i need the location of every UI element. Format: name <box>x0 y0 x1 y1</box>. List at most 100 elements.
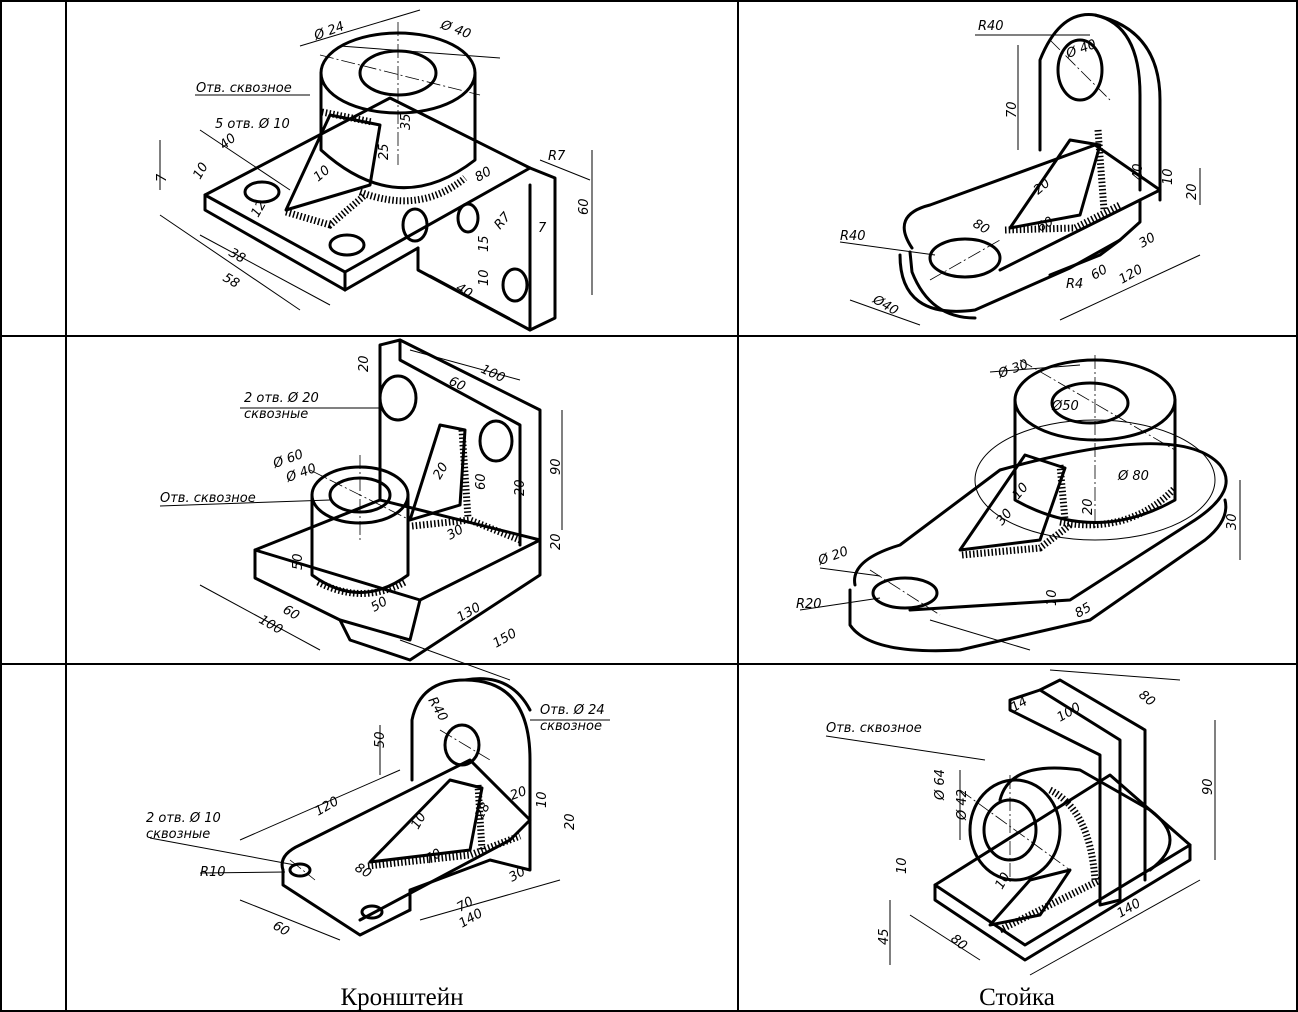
dim-label: 60 <box>280 602 302 623</box>
dim-label: 20 <box>549 533 564 550</box>
dim-label: 50 <box>291 553 306 570</box>
dim-label: Ø 40 <box>1063 37 1098 62</box>
dim-label: Ø 42 <box>955 789 970 821</box>
dim-label: 60 <box>1089 262 1111 283</box>
dim-label: 90 <box>1201 778 1216 795</box>
note-through-hole: Отв. сквозное <box>826 721 922 736</box>
drawing-stand-6 <box>825 669 1216 976</box>
dim-label: 70 <box>455 894 477 915</box>
drawing-bracket-5 <box>149 677 610 941</box>
dim-label: 12 <box>248 198 269 220</box>
caption-stand: Стойка <box>979 984 1055 1011</box>
drawing-bracket-1 <box>159 9 593 332</box>
dim-label: 38 <box>226 245 248 266</box>
dim-label: 20 <box>563 813 578 830</box>
dim-label: 30 <box>1137 230 1159 251</box>
dim-label: 45 <box>877 928 892 945</box>
dim-label: 10 <box>992 870 1013 892</box>
dim-label: 10 <box>895 857 910 874</box>
cell2-labels: R40 Ø 40 70 40 20 80 60 10 20 R40 30 60 … <box>840 19 1200 319</box>
dim-label: Ø40 <box>869 292 901 319</box>
dim-label: 60 <box>577 198 592 215</box>
note-hole-24: Отв. Ø 24 <box>540 703 605 718</box>
dim-label: 60 <box>446 374 467 395</box>
drawing-bracket-2 <box>839 13 1201 326</box>
dim-label: 10 <box>190 160 211 182</box>
note-2-holes: 2 отв. Ø 20 <box>244 391 319 406</box>
caption-bracket: Кронштейн <box>340 984 463 1011</box>
dim-label: 20 <box>1081 498 1096 515</box>
dim-label: 80 <box>970 216 992 237</box>
note-through: сквозное <box>540 719 602 734</box>
dim-label: 120 <box>1117 262 1146 287</box>
dim-label: 30 <box>507 864 529 885</box>
dim-label: 10 <box>535 791 550 808</box>
cell3-labels: 2 отв. Ø 20 сквозные Отв. сквозное 20 10… <box>160 355 564 651</box>
dim-label: 20 <box>1185 183 1200 200</box>
note-through-plural: сквозные <box>146 827 210 842</box>
dim-label: 20 <box>508 784 529 804</box>
dim-label: Ø 80 <box>1117 469 1149 484</box>
drawing-bracket-3 <box>159 338 563 681</box>
dim-label: 90 <box>549 458 564 475</box>
dim-label: 10 <box>311 163 333 185</box>
dim-label: 50 <box>373 731 388 748</box>
dim-label: R4 <box>1066 277 1083 292</box>
dim-label: 20 <box>357 355 372 372</box>
dim-label: 10 <box>1045 589 1060 606</box>
dim-label: 50 <box>369 594 391 615</box>
dim-label: 7 <box>538 221 547 236</box>
dim-label: Ø 24 <box>311 19 346 44</box>
dim-label: 14 <box>1009 694 1031 715</box>
dim-label: 85 <box>1073 600 1095 621</box>
dim-label: Ø 64 <box>933 769 948 801</box>
dim-label: 10 <box>1161 168 1176 185</box>
dim-label: 15 <box>477 235 492 252</box>
dim-label: 30 <box>445 522 467 543</box>
dim-label: 20 <box>430 460 451 482</box>
dim-label: 40 <box>217 131 239 153</box>
dim-label: R40 <box>425 695 451 725</box>
dim-label: 58 <box>220 270 242 291</box>
dim-label: R7 <box>492 209 515 232</box>
dim-label: 35 <box>399 113 414 130</box>
dim-label: R40 <box>978 19 1004 34</box>
dim-label: 100 <box>1055 700 1084 725</box>
dim-label: 10 <box>408 810 429 832</box>
dim-label: 10 <box>477 269 492 286</box>
dim-label: 60 <box>1035 214 1057 235</box>
dim-label: 28 <box>472 800 493 822</box>
dim-label: 40 <box>453 280 475 301</box>
dim-label: R40 <box>840 229 866 244</box>
dim-label: 80 <box>1135 688 1157 710</box>
dim-label: 80 <box>473 164 495 185</box>
drawing-flange-4 <box>799 355 1241 653</box>
dim-label: 25 <box>377 143 392 160</box>
note-through: сквозные <box>244 407 308 422</box>
dim-label: 60 <box>474 473 489 490</box>
cell5-labels: Отв. Ø 24 сквозное 2 отв. Ø 10 сквозные … <box>146 695 605 940</box>
dim-label: Ø 40 <box>438 17 473 42</box>
note-2-holes: 2 отв. Ø 10 <box>146 811 221 826</box>
dim-label: 7 <box>155 173 170 182</box>
cell6-labels: Отв. сквозное 14 100 80 90 Ø 64 Ø 42 10 … <box>826 688 1216 954</box>
dim-label: 100 <box>256 612 285 637</box>
note-through-hole: Отв. сквозное <box>160 491 256 506</box>
dim-label: R7 <box>548 149 566 164</box>
dim-label: R10 <box>200 865 226 880</box>
note-5-holes: 5 отв. Ø 10 <box>215 117 290 132</box>
note-through-hole: Отв. сквозное <box>196 81 292 96</box>
dim-label: 80 <box>947 932 969 954</box>
dim-label: Ø50 <box>1051 399 1079 414</box>
dim-label: R20 <box>796 597 822 612</box>
dim-label: Ø 20 <box>815 544 850 569</box>
dim-label: 30 <box>1225 513 1240 530</box>
dim-label: 40 <box>1131 163 1146 180</box>
dim-label: 70 <box>1005 101 1020 118</box>
dim-label: 70 <box>423 846 445 867</box>
dim-label: 10 <box>1010 480 1032 502</box>
dim-label: 20 <box>513 479 528 496</box>
dim-label: 60 <box>270 918 292 939</box>
